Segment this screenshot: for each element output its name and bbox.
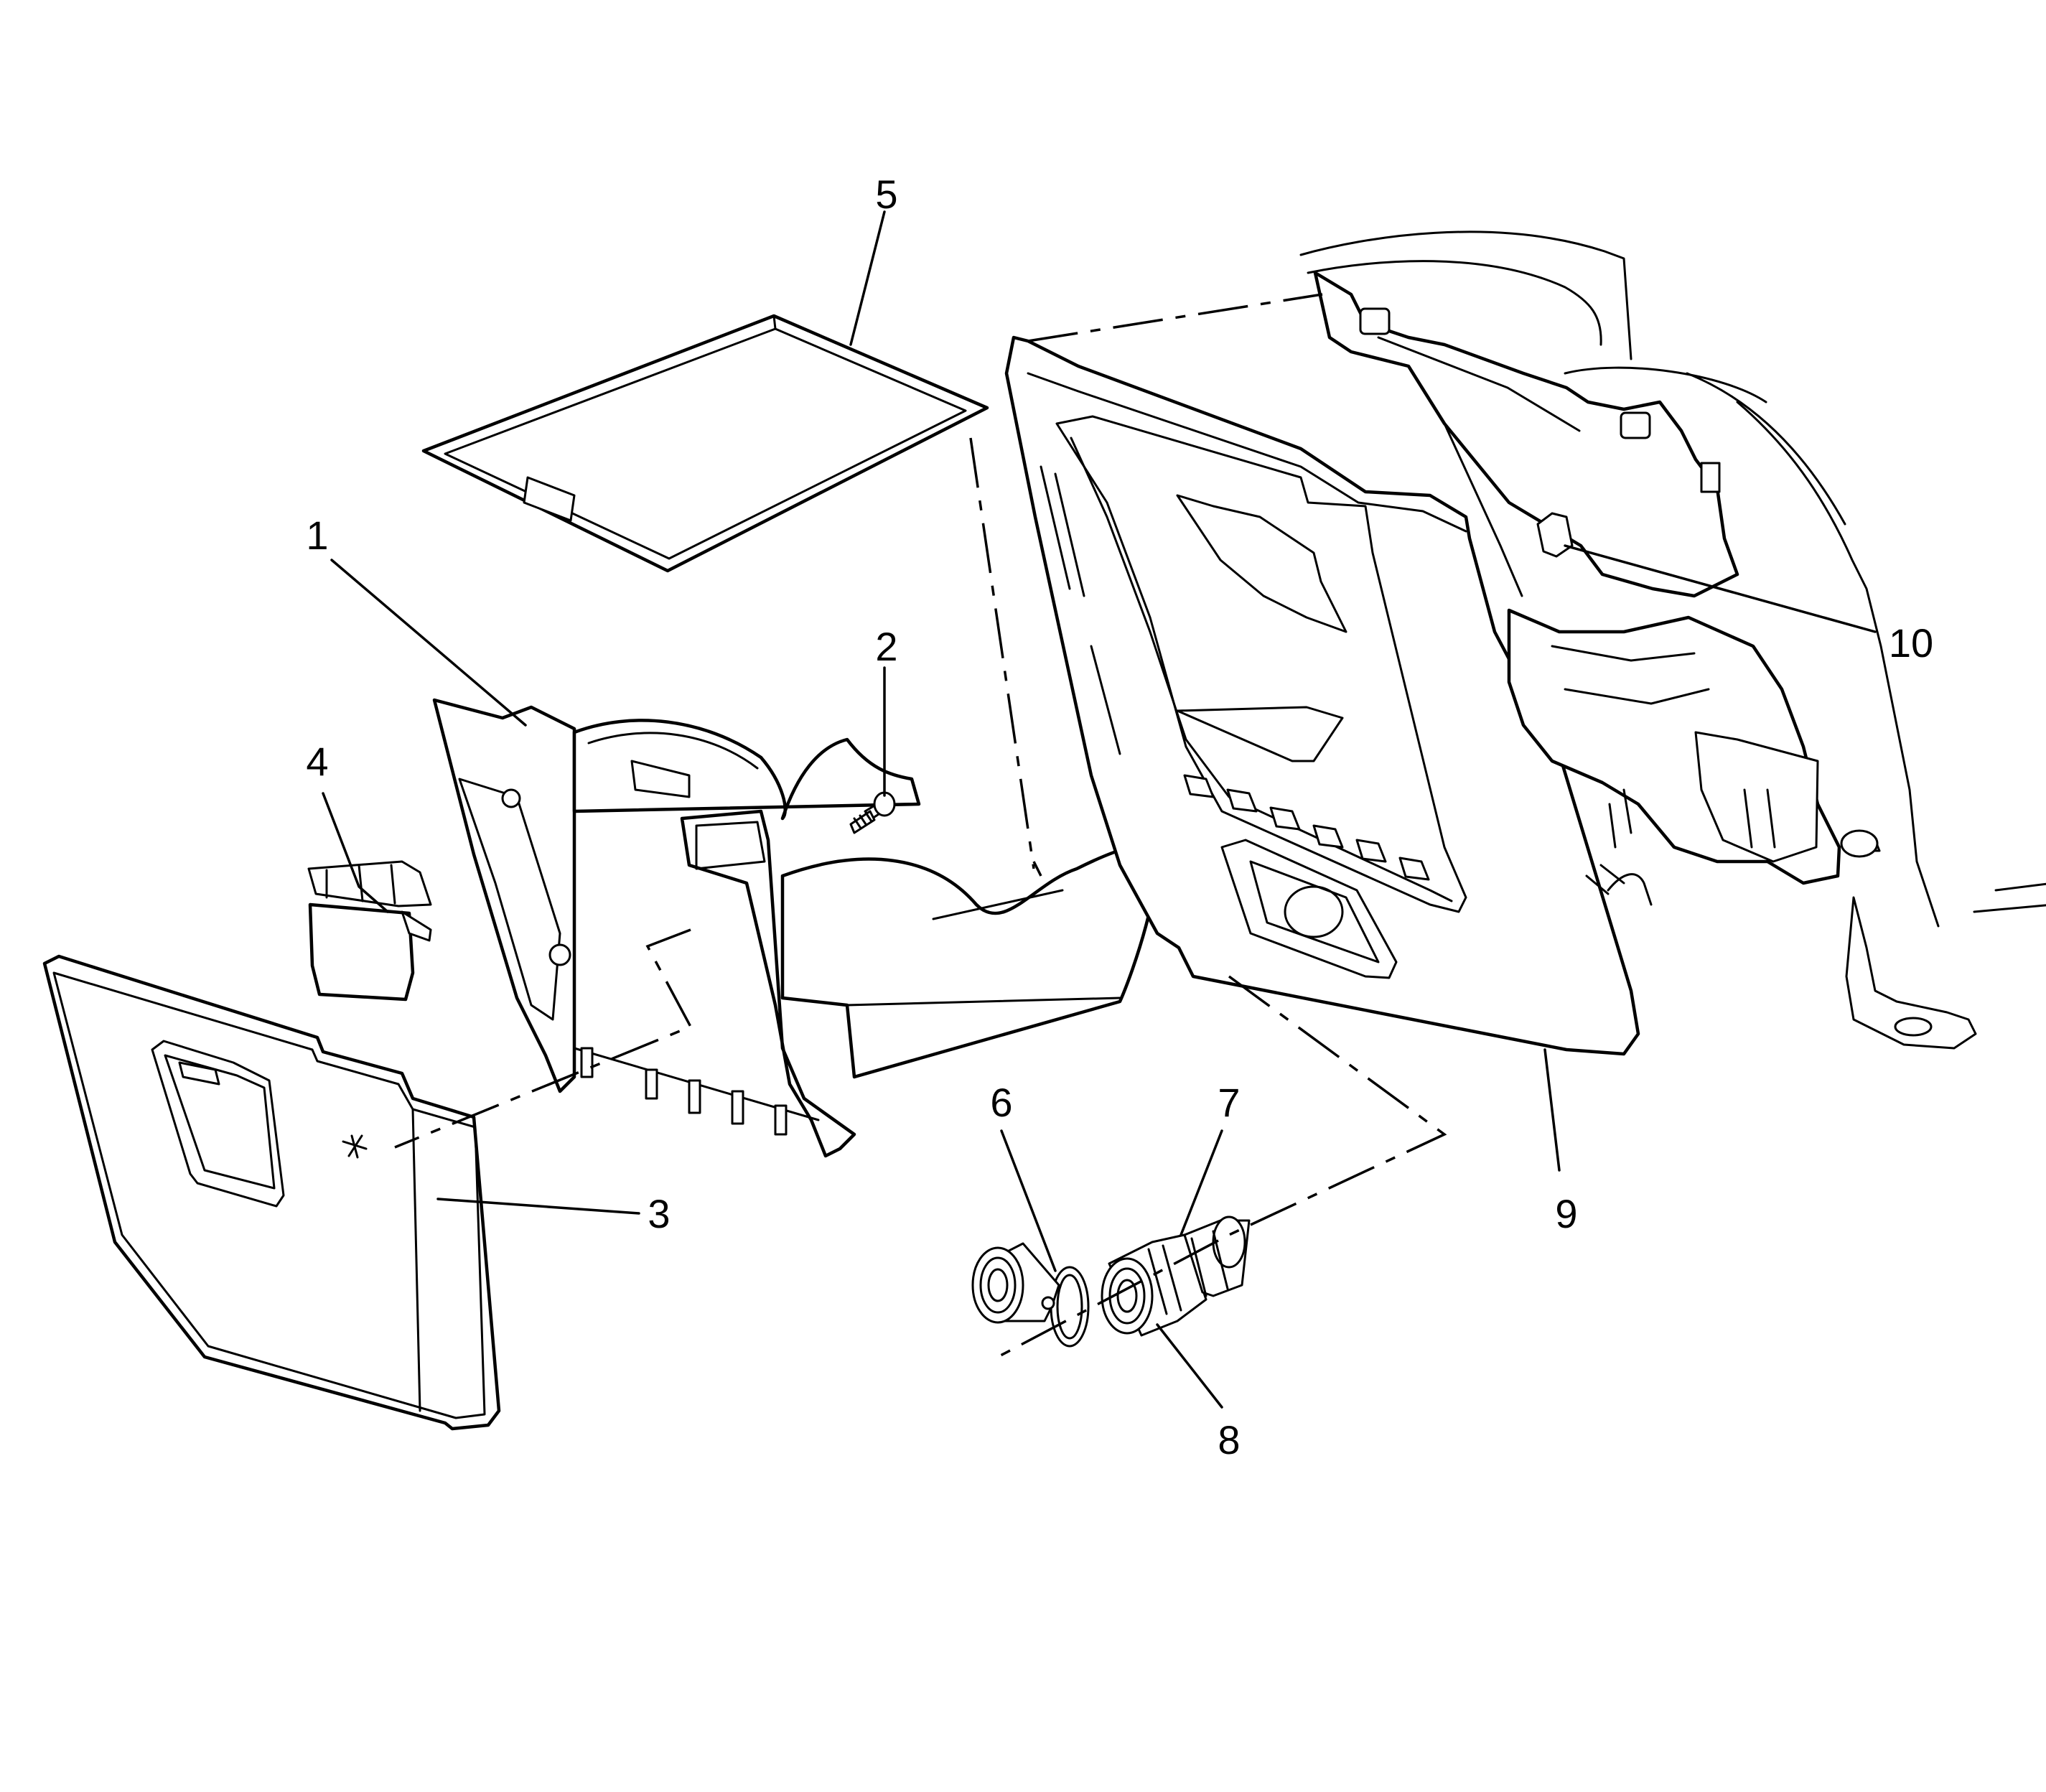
console-door-part (42, 954, 501, 1431)
callout-10: 10 (1889, 620, 1933, 666)
console-frame-part (1299, 230, 2046, 1050)
callout-9: 9 (1555, 1191, 1577, 1236)
leader-4 (322, 792, 389, 913)
leader-6 (1000, 1129, 1057, 1272)
assembly-line-door (394, 928, 693, 1149)
callout-5: 5 (875, 172, 897, 217)
leader-8 (1156, 1323, 1223, 1409)
callout-2: 2 (875, 624, 897, 669)
callout-7: 7 (1218, 1080, 1240, 1125)
callout-labels: 5 1 2 4 3 6 7 8 9 10 (306, 172, 1933, 1462)
console-bin-housing-part (432, 698, 1159, 1158)
callout-4: 4 (306, 739, 328, 784)
outlet-cap-part (971, 1242, 1060, 1324)
callout-6: 6 (990, 1080, 1012, 1125)
socket-body-part (1183, 1215, 1251, 1297)
storage-tray-part (421, 314, 989, 573)
callout-3: 3 (648, 1191, 670, 1236)
leader-9 (1543, 1048, 1561, 1172)
leader-5 (849, 210, 886, 346)
leader-10 (1564, 544, 1877, 633)
leader-3 (436, 1198, 640, 1215)
retaining-ring-part (1050, 1266, 1090, 1348)
assembly-line-panel-top (1027, 293, 1323, 342)
assembly-line-outlet (997, 975, 1447, 1358)
leader-lines (322, 210, 1877, 1409)
console-trim-panel-part (1004, 335, 1640, 1056)
callout-1: 1 (306, 513, 328, 558)
callout-8: 8 (1218, 1417, 1240, 1462)
screw-part (849, 791, 896, 834)
leader-7 (1180, 1129, 1223, 1236)
leader-1 (330, 559, 527, 727)
assembly-lines (394, 293, 1447, 1358)
latch-part (307, 860, 432, 1002)
assembly-line-tray (969, 437, 1035, 869)
